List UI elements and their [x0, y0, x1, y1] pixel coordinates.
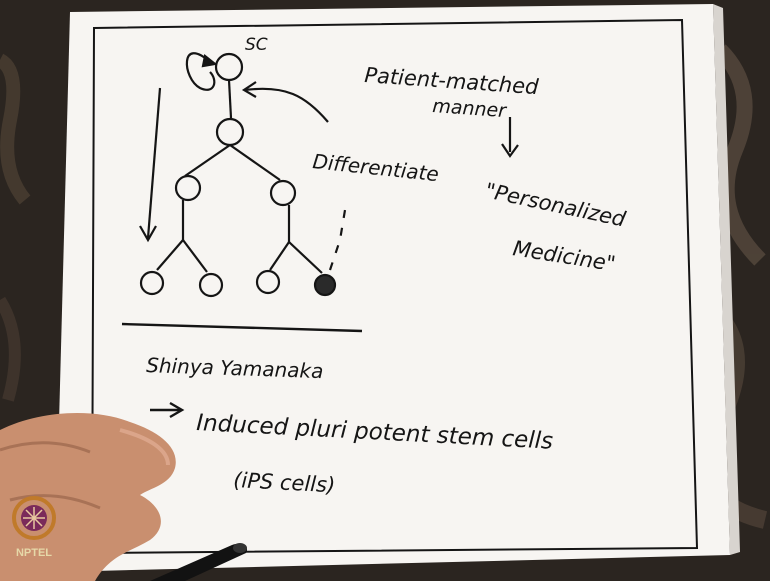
loop-arrowhead: [201, 54, 218, 68]
tree-branch: [182, 239, 208, 273]
page-border: [90, 18, 699, 555]
label-ips-cells: (iPS cells): [233, 468, 336, 497]
tree-branch: [227, 79, 233, 119]
logo-text: NPTEL: [16, 547, 52, 559]
tree-branch: [184, 144, 231, 177]
label-sc: SC: [245, 35, 268, 55]
down-arrow-head: [501, 143, 519, 158]
cell-leaf: [139, 270, 165, 296]
logo-ring: [12, 496, 56, 540]
nptel-logo: NPTEL: [12, 496, 56, 559]
dedifferentiation-arrowhead: [241, 81, 257, 98]
cell-leaf: [255, 269, 281, 295]
time-arrow: [146, 87, 162, 239]
paper-edge: [713, 4, 740, 555]
bullet-arrowhead: [169, 401, 185, 419]
cell-tree-diagram: [139, 52, 519, 298]
cell-leaf-differentiated: [313, 273, 337, 297]
marker-pen: [150, 543, 248, 581]
self-renewal-loop: [185, 52, 216, 91]
tree-branch: [229, 144, 281, 181]
cell-level-3-left: [174, 174, 202, 202]
time-arrow-head: [139, 225, 157, 243]
dedifferentiation-arrow: [244, 87, 329, 123]
cell-level-3-right: [269, 179, 297, 207]
label-manner: manner: [432, 95, 508, 122]
cell-leaf: [198, 272, 224, 298]
tree-branch: [156, 239, 184, 271]
divider-line: [121, 322, 363, 333]
tree-branch: [288, 241, 323, 274]
paper-sheet: [55, 4, 730, 572]
presenter-hand: [0, 412, 176, 581]
tree-branch: [269, 241, 290, 271]
